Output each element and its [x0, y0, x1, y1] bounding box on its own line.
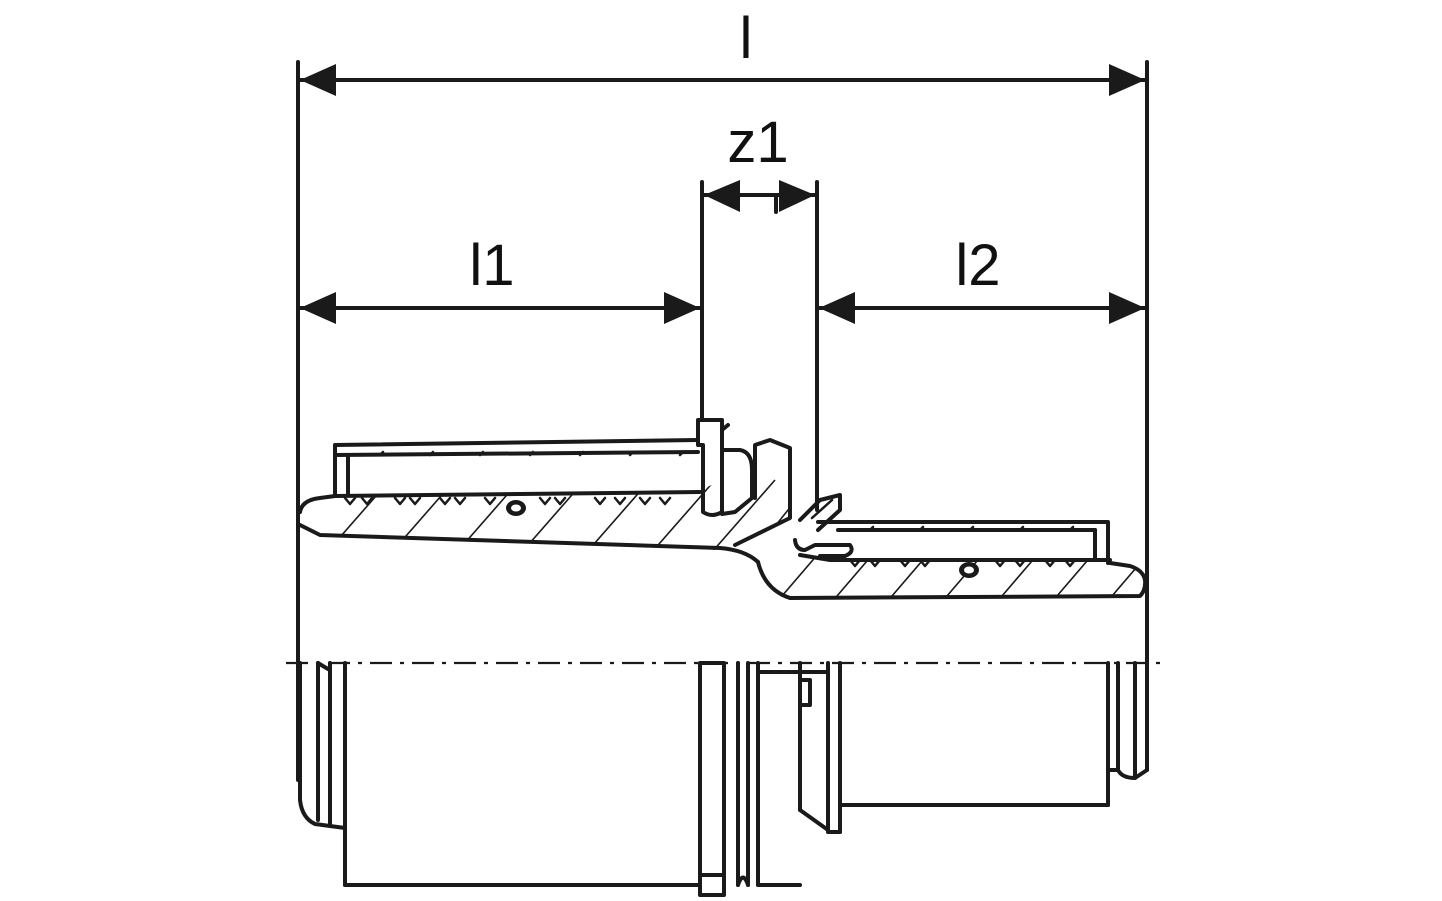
press-sleeve-left: [333, 438, 700, 497]
dimension-l2: l2: [817, 233, 1147, 324]
dimension-l: l: [298, 6, 1147, 96]
fitting-exterior-middle: [736, 661, 830, 887]
dimension-label-l: l: [740, 6, 753, 71]
clip-ring-right: [793, 493, 854, 558]
dimension-z1: z1: [702, 110, 817, 214]
fitting-body-section-right: [756, 550, 1148, 600]
fitting-body-section-left: [298, 470, 790, 564]
dimension-label-z1: z1: [727, 110, 788, 175]
stop-ring-left: [696, 418, 792, 547]
dimension-label-l2: l2: [955, 233, 1000, 298]
fitting-exterior-left: [298, 661, 726, 897]
dimension-l1: l1: [298, 233, 702, 324]
press-sleeve-right: [816, 520, 1110, 565]
fitting-exterior-right: [826, 661, 1149, 834]
dimension-label-l1: l1: [469, 233, 514, 298]
